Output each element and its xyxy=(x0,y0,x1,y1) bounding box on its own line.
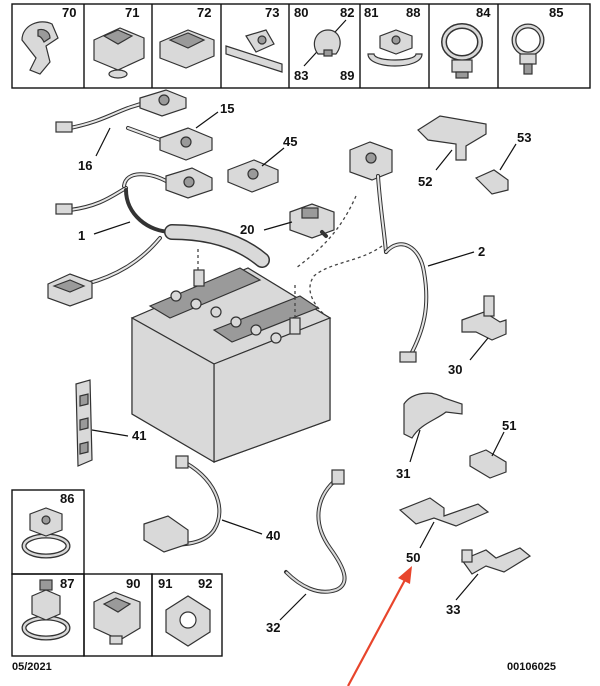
label-81: 81 xyxy=(364,5,378,20)
label-71: 71 xyxy=(125,5,139,20)
callout-45: 45 xyxy=(283,134,297,149)
label-86: 86 xyxy=(60,491,74,506)
label-91: 91 xyxy=(158,576,172,591)
strap-32-icon xyxy=(284,469,347,594)
part-87-clip-icon xyxy=(21,579,71,641)
part-72-clip-icon xyxy=(159,29,215,69)
main-assembly xyxy=(47,89,532,594)
label-87: 87 xyxy=(60,576,74,591)
callout-2: 2 xyxy=(478,244,485,259)
label-82: 82 xyxy=(340,5,354,20)
part-81-strap-clip-icon xyxy=(367,29,423,67)
label-72: 72 xyxy=(197,5,211,20)
label-83: 83 xyxy=(294,68,308,83)
terminal-45-icon xyxy=(227,159,279,193)
footer-date: 05/2021 xyxy=(12,661,52,673)
bracket-52-icon xyxy=(417,115,487,161)
bracket-30-icon xyxy=(461,295,507,341)
top-parts-strip: 70 71 72 73 80 82 83 89 xyxy=(11,3,591,89)
top-strip-frame xyxy=(11,3,591,89)
label-73: 73 xyxy=(265,5,279,20)
part-84-ring-clamp-icon xyxy=(441,23,483,79)
part-91-nut-icon xyxy=(165,595,211,647)
callout-50: 50 xyxy=(406,550,420,565)
part-85-loop-clamp-icon xyxy=(511,23,545,75)
callout-20: 20 xyxy=(240,222,254,237)
callout-41: 41 xyxy=(132,428,146,443)
callout-31: 31 xyxy=(396,466,410,481)
label-89: 89 xyxy=(340,68,354,83)
bracket-51-icon xyxy=(469,449,507,479)
bracket-31-icon xyxy=(403,392,463,439)
bracket-50-icon xyxy=(398,497,490,527)
label-90: 90 xyxy=(126,576,140,591)
bracket-41-icon xyxy=(75,379,93,467)
bracket-33-icon xyxy=(461,547,532,575)
part-71-connector-icon xyxy=(93,27,145,79)
callout-33: 33 xyxy=(446,602,460,617)
callout-15: 15 xyxy=(220,101,234,116)
arrow-head-icon xyxy=(398,566,412,584)
label-70: 70 xyxy=(62,5,76,20)
highlight-arrow xyxy=(347,566,412,686)
callout-51: 51 xyxy=(502,418,516,433)
bottom-parts-strip: 86 87 90 91 92 xyxy=(11,489,223,657)
label-88: 88 xyxy=(406,5,420,20)
callout-53: 53 xyxy=(517,130,531,145)
part-90-plug-icon xyxy=(93,591,141,645)
callout-30: 30 xyxy=(448,362,462,377)
callout-32: 32 xyxy=(266,620,280,635)
cable-1-icon xyxy=(47,167,270,307)
terminal-15-icon xyxy=(126,126,213,161)
callout-40: 40 xyxy=(266,528,280,543)
fuse-box-20-icon xyxy=(289,203,335,239)
strap-40-icon xyxy=(143,455,222,553)
part-70-clip-icon xyxy=(21,21,59,75)
label-80: 80 xyxy=(294,5,308,20)
part-86-clip-icon xyxy=(21,507,71,559)
callout-16: 16 xyxy=(78,158,92,173)
label-85: 85 xyxy=(549,5,563,20)
callout-52: 52 xyxy=(418,174,432,189)
part-80-cable-tie-icon xyxy=(303,19,347,67)
part-73-rail-clip-icon xyxy=(225,29,283,73)
bracket-53-icon xyxy=(474,169,509,195)
label-84: 84 xyxy=(476,5,491,20)
footer-code: 00106025 xyxy=(507,661,556,673)
battery-icon xyxy=(130,248,332,464)
callouts: 15 16 45 53 52 1 20 2 30 41 51 31 40 50 … xyxy=(78,101,531,635)
harness-16-icon xyxy=(55,89,187,133)
harness-2-icon xyxy=(295,141,429,363)
callout-1: 1 xyxy=(78,228,85,243)
label-92: 92 xyxy=(198,576,212,591)
